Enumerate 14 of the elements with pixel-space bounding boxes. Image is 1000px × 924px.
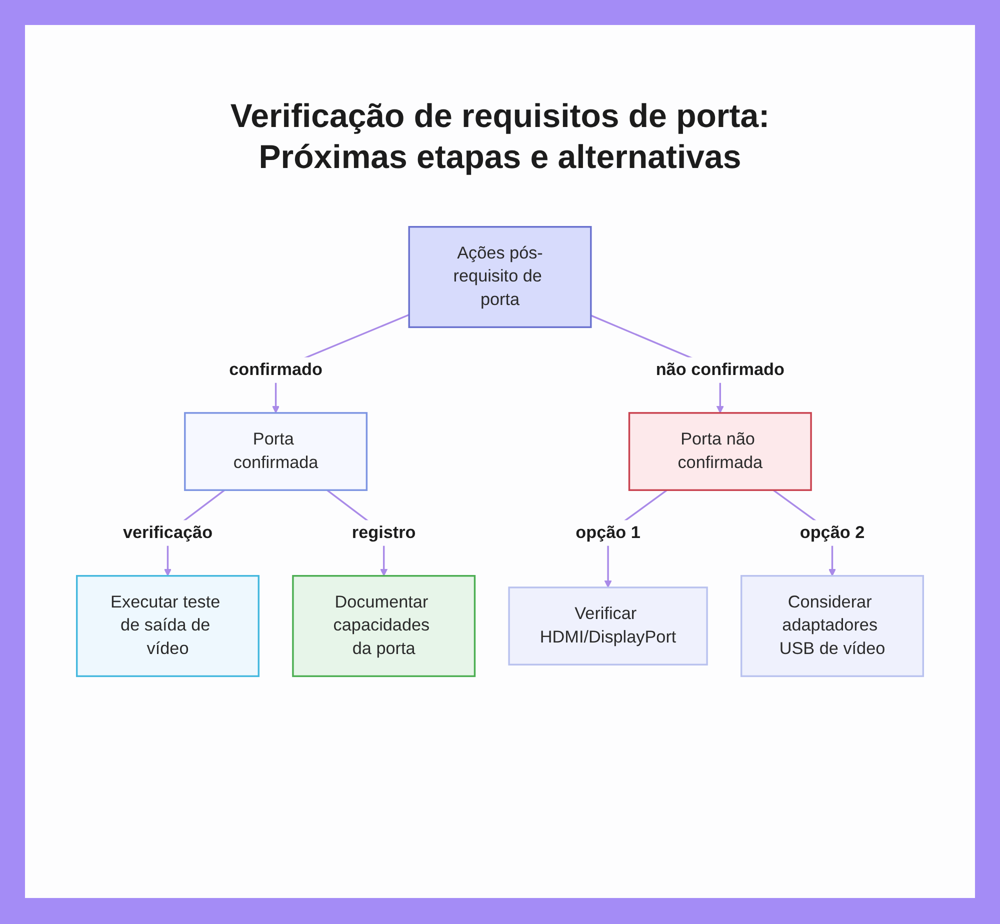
diagram-title: Verificação de requisitos de porta: Próximas etapas e alternativas	[229, 96, 771, 177]
edge-label: opção 1	[576, 520, 640, 546]
edge-label: registro	[352, 520, 416, 546]
process-box: Verificar HDMI/DisplayPort	[508, 586, 708, 666]
edge-label: verificação	[122, 520, 213, 546]
process-box: Porta confirmada	[184, 412, 368, 491]
process-box: Ações pós-requisito de porta	[408, 226, 592, 328]
process-box: Porta não confirmada	[628, 412, 812, 491]
edge-label: opção 2	[800, 520, 865, 546]
edge-label: não confirmado	[656, 357, 784, 383]
process-box: Considerar adaptadores USB de vídeo	[740, 575, 924, 678]
edge-label: confirmado	[229, 357, 322, 383]
process-box: Executar teste de saída de vídeo	[76, 575, 260, 678]
process-box: Documentar capacidades da porta	[292, 575, 476, 678]
